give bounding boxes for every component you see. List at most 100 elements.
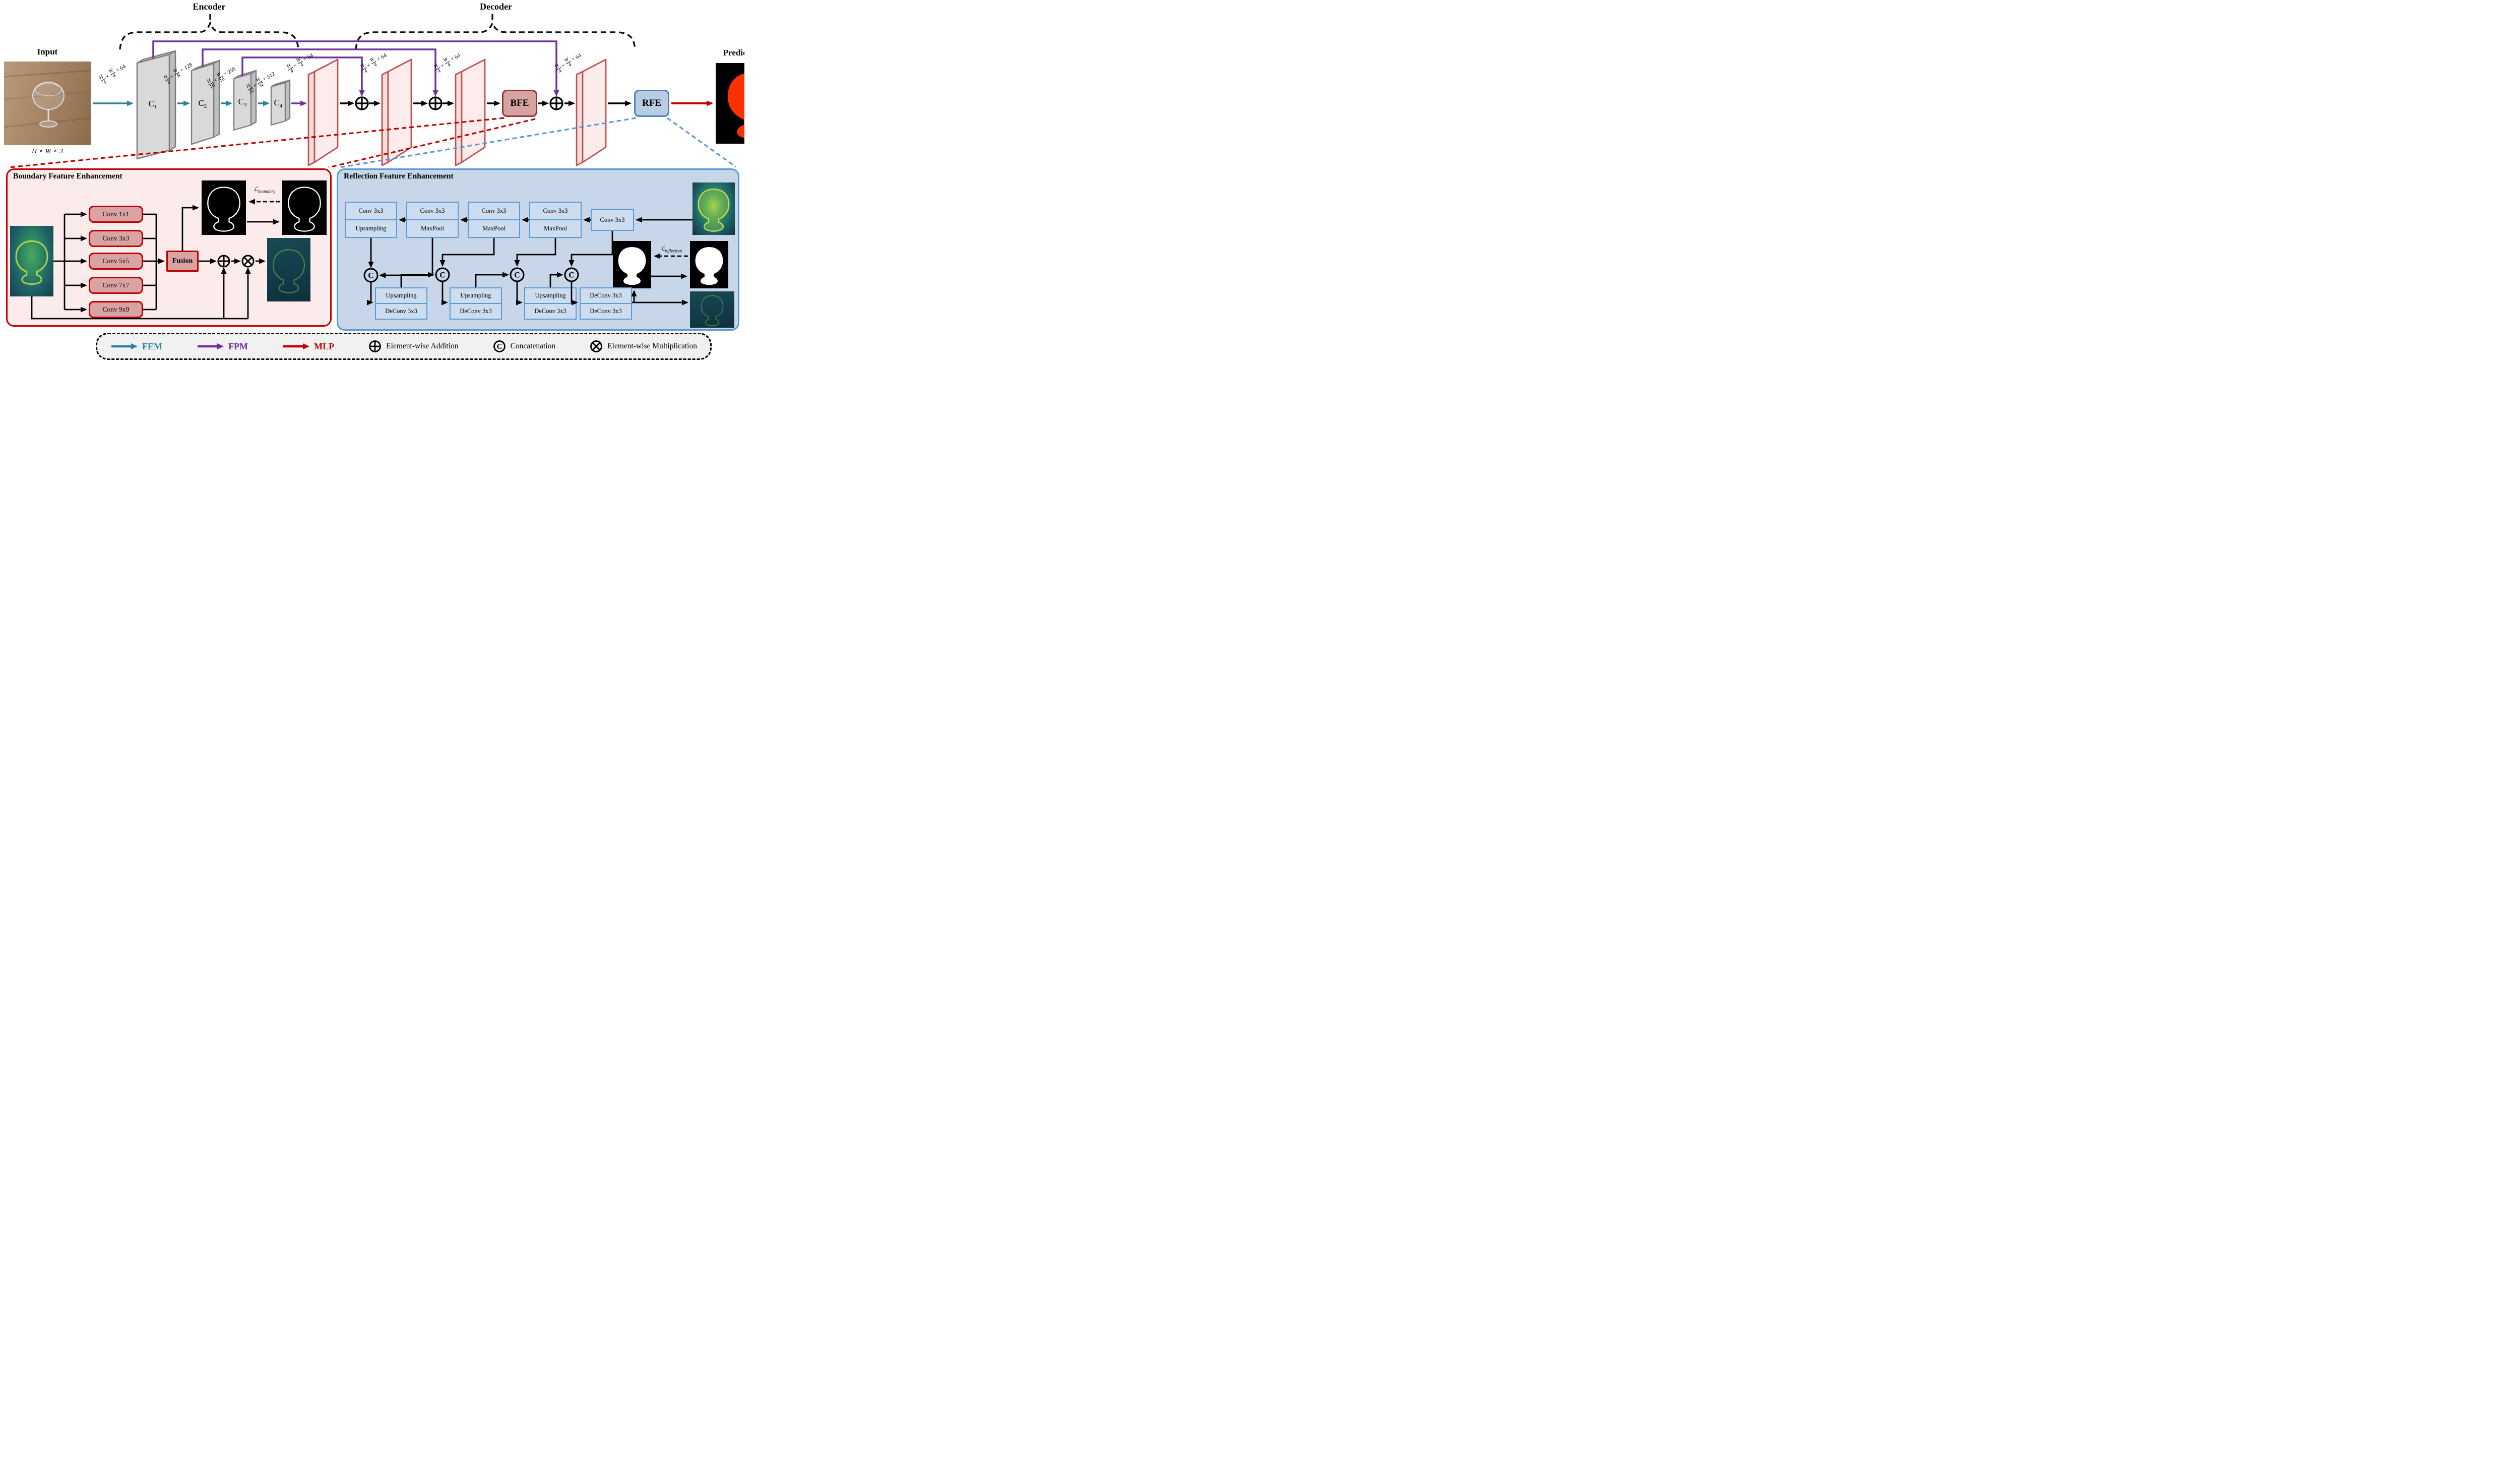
fem-arrow-icon	[111, 343, 138, 349]
legend-item-fem: FEM	[110, 341, 162, 352]
bfe-module-box: BFE	[502, 90, 537, 117]
rfe-block2-bottom-label: DeConv 3x3	[451, 303, 501, 319]
rfe-panel-title: Reflection Feature Enhancement	[344, 172, 454, 180]
rfe-block3-bottom-label: DeConv 3x3	[525, 303, 576, 319]
rfe-callout-lines	[339, 117, 736, 168]
rfe-col2-conv-maxpool: Conv 3x3 MaxPool	[406, 202, 459, 238]
decoder-slab4	[576, 58, 607, 166]
bfe-conv1x1: Conv 1x1	[89, 206, 143, 223]
legend-addition-label: Element-wise Addition	[386, 342, 459, 350]
rfe-block3-top-label: Upsampling	[535, 292, 566, 299]
input-photo	[4, 62, 91, 145]
legend-mlp-label: MLP	[314, 341, 335, 351]
decoder-brace	[355, 14, 636, 50]
input-dims-label: H × W × 3	[32, 148, 63, 155]
boundary-loss-label: ℒboundary	[237, 186, 292, 194]
rfe-col1-conv-upsampling: Conv 3x3 Upsampling	[345, 202, 397, 238]
reflection-loss-sub: reflection	[665, 248, 682, 254]
fpm-arrows	[152, 40, 559, 106]
encoder-brace	[119, 14, 299, 50]
rfe-groundtruth-reflection-mask	[690, 241, 728, 288]
architecture-figure: FEM FPM MLP Element-wise Addition C Conc…	[0, 0, 744, 365]
bfe-conv7x7: Conv 7x7	[89, 277, 143, 294]
rfe-input-featuremap	[692, 183, 735, 235]
rfe-output-featuremap	[690, 291, 734, 328]
legend-multiplication-label: Element-wise Multiplication	[607, 342, 697, 350]
legend-item-mlp: MLP	[282, 341, 334, 352]
predicted-mask-image	[716, 63, 744, 144]
bfe-conv3x3-label: Conv 3x3	[102, 234, 130, 242]
decoder-label: Decoder	[480, 2, 512, 12]
bfe-predicted-boundary-mask	[202, 180, 246, 235]
bfe-module-label: BFE	[510, 98, 529, 108]
predicted-mask-label: Predicted Mask	[723, 48, 744, 57]
legend-fem-label: FEM	[142, 341, 162, 351]
rfe-module-label: RFE	[642, 98, 661, 108]
legend-concat-label: Concatenation	[510, 342, 556, 350]
bfe-conv5x5: Conv 5x5	[89, 253, 143, 270]
rfe-col4-bottom-label: MaxPool	[530, 219, 581, 237]
bfe-conv9x9-label: Conv 9x9	[102, 306, 130, 313]
rfe-col2-bottom-label: MaxPool	[407, 219, 458, 237]
legend-item-fpm: FPM	[197, 341, 248, 352]
rfe-block1-bottom-label: DeConv 3x3	[376, 303, 426, 319]
legend-item-addition: Element-wise Addition	[368, 340, 459, 353]
bfe-conv1x1-label: Conv 1x1	[102, 210, 130, 218]
boundary-loss-symbol: ℒ	[254, 186, 258, 193]
bfe-panel-title: Boundary Feature Enhancement	[13, 172, 122, 180]
addition-node-1	[355, 96, 369, 110]
decoder-slab1	[307, 58, 339, 166]
fpm-arrow-icon	[198, 343, 224, 349]
rfe-module-box: RFE	[634, 90, 669, 117]
boundary-loss-sub: boundary	[258, 189, 276, 194]
legend: FEM FPM MLP Element-wise Addition C Conc…	[96, 333, 712, 360]
bfe-fusion-label: Fusion	[172, 257, 193, 265]
rfe-col3-bottom-label: MaxPool	[469, 219, 519, 237]
reflection-loss-label: ℒreflection	[645, 245, 698, 253]
bfe-groundtruth-boundary-mask	[282, 180, 327, 235]
plus-circle-icon	[369, 340, 382, 352]
rfe-entry-conv3x3-label: Conv 3x3	[600, 216, 625, 223]
rfe-col1-bottom-label: Upsampling	[346, 219, 396, 237]
encoder-c2-label: C2	[198, 98, 207, 110]
encoder-c1-label: C1	[148, 98, 157, 110]
rfe-col4-conv-maxpool: Conv 3x3 MaxPool	[529, 202, 582, 238]
rfe-block4-deconv-deconv: DeConv 3x3 DeConv 3x3	[580, 287, 632, 320]
rfe-block3-upsampling-deconv: Upsampling DeConv 3x3	[524, 287, 577, 320]
reflection-loss-symbol: ℒ	[660, 245, 665, 252]
decoder-slab3	[455, 58, 486, 166]
legend-item-multiplication: Element-wise Multiplication	[590, 340, 697, 353]
input-label: Input	[37, 47, 58, 56]
encoder-label: Encoder	[193, 2, 226, 12]
rfe-col3-conv-maxpool: Conv 3x3 MaxPool	[468, 202, 520, 238]
rfe-block4-top-label: DeConv 3x3	[590, 292, 622, 299]
rfe-block1-upsampling-deconv: Upsampling DeConv 3x3	[375, 287, 427, 320]
rfe-entry-conv3x3: Conv 3x3	[591, 209, 634, 231]
rfe-predicted-reflection-mask	[613, 241, 651, 288]
addition-node-3	[549, 96, 563, 110]
bfe-conv3x3: Conv 3x3	[89, 230, 143, 247]
bfe-output-featuremap	[267, 238, 310, 301]
rfe-block4-bottom-label: DeConv 3x3	[581, 303, 631, 319]
bfe-fusion-box: Fusion	[166, 251, 199, 272]
legend-item-concat: C Concatenation	[493, 340, 556, 353]
rfe-col1-top-label: Conv 3x3	[358, 207, 384, 214]
bfe-input-featuremap	[10, 226, 53, 296]
rfe-block2-top-label: Upsampling	[460, 292, 491, 299]
bfe-conv5x5-label: Conv 5x5	[102, 257, 130, 265]
rfe-block1-top-label: Upsampling	[386, 292, 417, 299]
legend-fpm-label: FPM	[228, 341, 248, 351]
rfe-block2-upsampling-deconv: Upsampling DeConv 3x3	[450, 287, 502, 320]
encoder-c4-label: C4	[274, 97, 283, 109]
rfe-col2-top-label: Conv 3x3	[420, 207, 445, 214]
times-circle-icon	[590, 340, 603, 352]
bfe-conv9x9: Conv 9x9	[89, 301, 143, 318]
concat-circle-icon: C	[493, 340, 506, 352]
mlp-arrow-icon	[283, 343, 310, 349]
